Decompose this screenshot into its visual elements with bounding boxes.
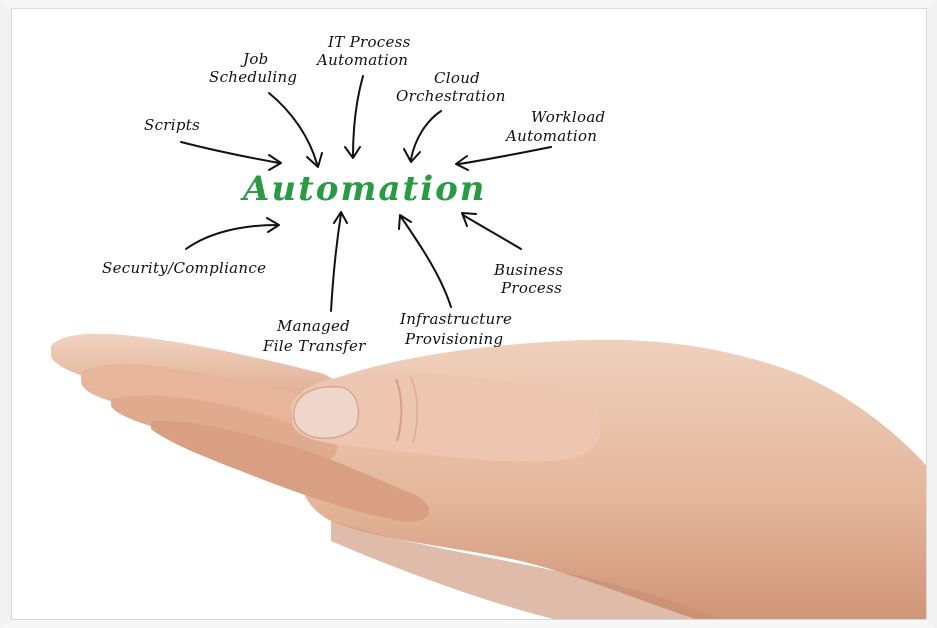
arrows [180,75,552,312]
label-infra-2: Provisioning [404,330,503,348]
label-mft-2: File Transfer [262,337,366,355]
arrow-workload [455,146,552,171]
arrow-mft [330,211,348,312]
label-infra-1: Infrastructure [399,310,512,328]
arrow-security [185,217,280,250]
label-workload-2: Automation [504,127,597,145]
center-title: Automation [240,169,487,209]
arrow-cloud [403,110,442,163]
automation-diagram-photo: Automation IT Process Automation Job Sch… [51,33,926,619]
arrow-it-process [344,75,364,159]
label-business-1: Business [493,261,564,279]
hand-image [51,333,926,619]
label-it-process-2: Automation [315,51,408,69]
label-security: Security/Compliance [102,259,266,277]
label-scripts: Scripts [144,116,200,134]
image-frame: Automation IT Process Automation Job Sch… [11,8,927,620]
label-job-1: Job [240,50,269,68]
label-job-2: Scheduling [209,68,297,86]
label-it-process-1: IT Process [327,33,411,51]
arrow-business [461,212,522,250]
label-workload-1: Workload [531,108,605,126]
arrow-infra [398,214,452,308]
label-business-2: Process [500,279,562,297]
label-mft-1: Managed [276,317,350,335]
arrow-job-scheduling [268,92,323,168]
label-cloud-1: Cloud [434,69,480,87]
label-cloud-2: Orchestration [396,87,506,105]
arrow-scripts [180,141,282,171]
